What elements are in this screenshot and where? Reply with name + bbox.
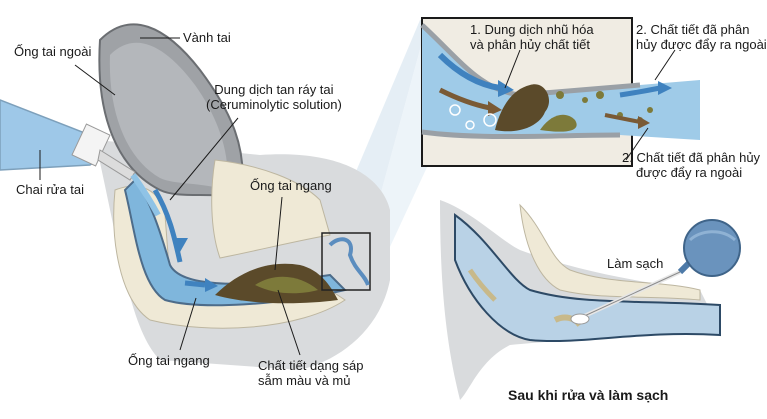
label-external-canal: Ống tai ngoài (14, 44, 92, 59)
after-caption: Sau khi rửa và làm sạch (508, 387, 669, 403)
label-step2-bottom-line2: được đẩy ra ngoài (636, 165, 743, 180)
label-bottle: Chai rửa tai (16, 182, 84, 197)
label-horizontal-canal-top: Ống tai ngang (250, 178, 332, 193)
after-canal (454, 213, 721, 343)
label-wax: Chất tiết dạng sáp sẫm màu và mủ (258, 358, 364, 388)
label-step1: 1. Dung dịch nhũ hóa và phân hủy chất ti… (470, 22, 594, 52)
label-step2-top: 2. Chất tiết đã phân hủy được đẩy ra ngo… (636, 22, 767, 52)
label-step2-top-line1: 2. Chất tiết đã phân (636, 22, 750, 37)
cotton-tip (570, 313, 590, 325)
label-step2-bottom-line1: 2. Chất tiết đã phân hủy (622, 150, 761, 165)
syringe-bulb (683, 219, 741, 277)
label-solution: Dung dịch tan ráy tai (Ceruminolytic sol… (206, 82, 342, 112)
label-wax-line2: sẫm màu và mủ (258, 373, 351, 388)
label-step2-bottom: 2. Chất tiết đã phân hủy được đẩy ra ngo… (622, 150, 760, 180)
label-solution-line2: (Ceruminolytic solution) (206, 97, 342, 112)
label-wax-line1: Chất tiết dạng sáp (258, 358, 364, 373)
label-solution-line1: Dung dịch tan ráy tai (214, 82, 334, 97)
zoom-region-box (321, 232, 371, 291)
label-horizontal-canal-bottom: Ống tai ngang (128, 353, 210, 368)
label-step2-top-line2: hủy được đẩy ra ngoài (636, 37, 767, 52)
label-pinna: Vành tai (183, 30, 231, 45)
wax-breaking (495, 84, 550, 132)
label-step1-line1: 1. Dung dịch nhũ hóa (470, 22, 594, 37)
label-cleaning: Làm sạch (607, 256, 664, 271)
label-step1-line2: và phân hủy chất tiết (470, 37, 590, 52)
